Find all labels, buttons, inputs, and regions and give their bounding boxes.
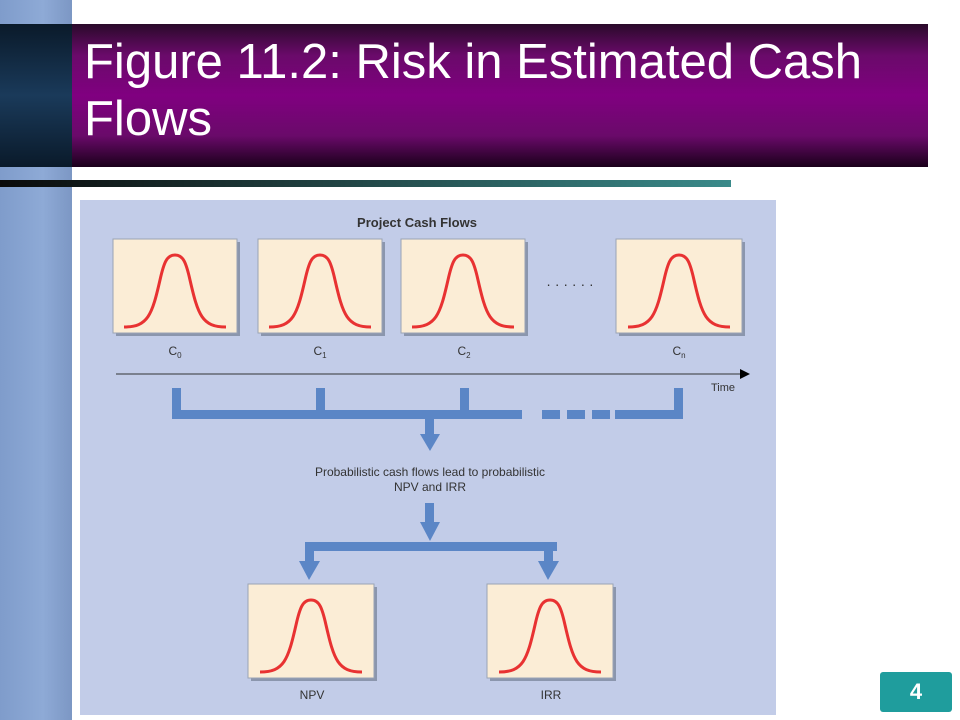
- risk-diagram: Project Cash Flows · · · · · · C0 C1 C2 …: [80, 200, 776, 715]
- slide-title: Figure 11.2: Risk in Estimated Cash Flow…: [84, 35, 862, 146]
- time-label: Time: [711, 382, 735, 394]
- panel-cn: [615, 238, 745, 336]
- panel-c2: [400, 238, 528, 336]
- panel-c1: [257, 238, 385, 336]
- label-irr: IRR: [541, 688, 562, 702]
- label-c0: C0: [168, 344, 182, 360]
- diagram-heading: Project Cash Flows: [357, 215, 477, 230]
- split-connector: [299, 503, 559, 580]
- distribution-curve: [123, 253, 227, 329]
- caption-line-2: NPV and IRR: [394, 480, 466, 494]
- panel-c0: [112, 238, 240, 336]
- distribution-curve: [627, 253, 731, 329]
- caption-line-1: Probabilistic cash flows lead to probabi…: [315, 465, 545, 479]
- distribution-curve: [259, 598, 363, 674]
- panel-irr: [486, 583, 616, 681]
- label-c2: C2: [457, 344, 471, 360]
- title-bar-left-accent: [0, 24, 72, 167]
- ellipsis: · · · · · ·: [546, 276, 593, 292]
- distribution-curve: [268, 253, 372, 329]
- distribution-curve: [498, 598, 602, 674]
- panel-npv: [247, 583, 377, 681]
- collector-bracket: [172, 388, 683, 451]
- label-npv: NPV: [300, 688, 325, 702]
- label-c1: C1: [313, 344, 327, 360]
- title-underline: [0, 180, 731, 187]
- title-bar: [0, 24, 928, 167]
- distribution-curve: [411, 253, 515, 329]
- page-number-badge: 4: [880, 672, 952, 712]
- label-cn: Cn: [672, 344, 685, 360]
